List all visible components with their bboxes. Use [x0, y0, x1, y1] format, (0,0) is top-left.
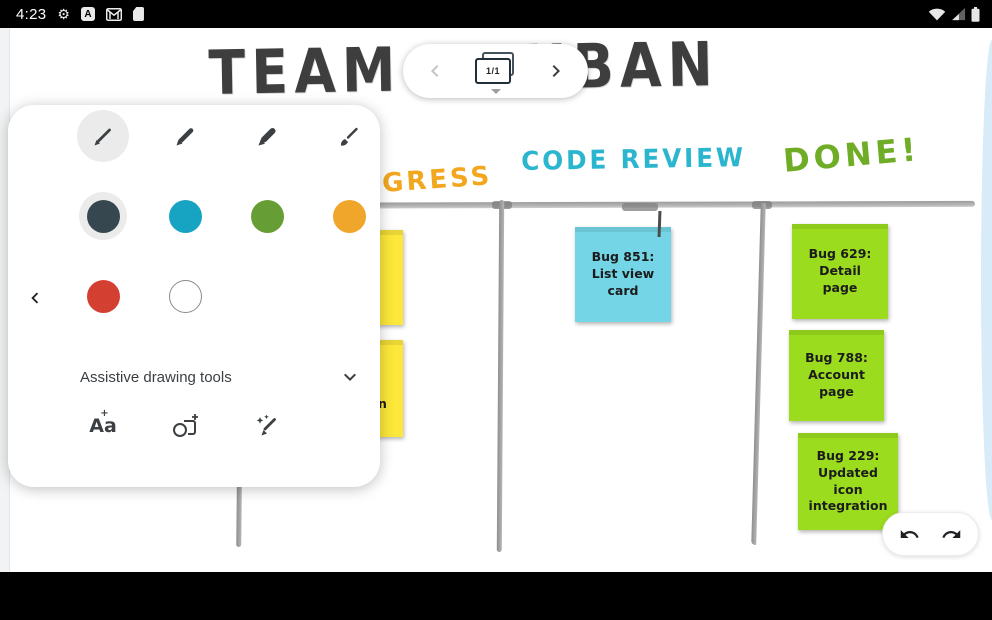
sticky-note-bug-851[interactable]: Bug 851: List view card [575, 227, 671, 322]
right-edge-glow [981, 40, 992, 520]
redo-button[interactable] [936, 519, 966, 549]
next-page-button[interactable] [544, 59, 568, 83]
line-overdraw [622, 203, 658, 211]
cell-signal-icon [951, 7, 966, 21]
sd-card-icon [132, 7, 144, 21]
color-swatch-dark-gray[interactable] [79, 192, 127, 240]
android-nav-bar [0, 572, 992, 620]
settings-gear-icon: ⚙ [57, 5, 70, 22]
sticky-note-text: Bug 629: Detail page [808, 246, 872, 295]
assistive-tools-toggle[interactable] [338, 365, 362, 389]
brush-tool-button[interactable] [323, 110, 375, 162]
undo-button[interactable] [895, 519, 925, 549]
marker-tool-button[interactable] [159, 110, 211, 162]
shape-recognition-icon [173, 414, 198, 437]
color-swatch-green[interactable] [243, 192, 291, 240]
chevron-down-icon [344, 373, 356, 381]
color-swatch-red[interactable] [79, 272, 127, 320]
undo-icon [900, 529, 919, 538]
clock: 4:23 [16, 5, 47, 23]
pen-tool-button[interactable] [77, 110, 129, 162]
sticky-note-bug-788[interactable]: Bug 788: Account page [789, 330, 884, 421]
chevron-left-icon [431, 65, 439, 77]
column-heading-code-review: CODE REVIEW [521, 143, 747, 177]
status-bar: 4:23 ⚙ A [0, 0, 992, 28]
battery-icon [971, 6, 980, 22]
auto-draw-button[interactable] [243, 402, 291, 450]
text-recognition-button[interactable]: Aa+ [79, 402, 127, 450]
collapse-panel-button[interactable] [22, 285, 48, 311]
page-indicator: 1/1 [475, 58, 511, 84]
sticky-note-text: Bug 788: Account page [805, 350, 868, 399]
caret-down-icon [491, 89, 501, 94]
gmail-icon [105, 7, 122, 21]
page-selector-button[interactable]: 1/1 [472, 52, 520, 86]
assistive-tools-label: Assistive drawing tools [80, 369, 232, 386]
letter-a-badge-icon: A [80, 7, 95, 21]
chevron-left-icon [31, 292, 39, 304]
sticky-note-bug-629[interactable]: Bug 629: Detail page [792, 224, 888, 319]
shape-recognition-button[interactable] [161, 402, 209, 450]
sticky-note-text: Bug 851: List view card [591, 249, 655, 298]
board-divider-line [751, 202, 766, 546]
marker-icon [176, 128, 194, 146]
brush-icon [340, 127, 358, 146]
drawing-tool-panel: Assistive drawing tools Aa+ [8, 105, 380, 487]
page-navigation-pill: 1/1 [403, 44, 588, 98]
magic-pen-icon [256, 414, 276, 436]
sticky-note-bug-229[interactable]: Bug 229: Updated icon integration [798, 433, 898, 530]
sticky-note-text: Bug 229: Updated icon integration [808, 448, 888, 514]
redo-icon [942, 529, 961, 538]
undo-redo-pill [882, 512, 979, 556]
column-heading-done: DONE! [781, 130, 922, 180]
highlighter-tool-button[interactable] [241, 110, 293, 162]
board-divider-line [496, 199, 505, 553]
sticky-note-text: n [378, 396, 387, 411]
highlighter-icon [258, 128, 276, 146]
previous-page-button[interactable] [423, 59, 447, 83]
column-heading-progress: GRESS [381, 161, 494, 199]
color-swatch-teal[interactable] [161, 192, 209, 240]
wifi-icon [928, 7, 946, 21]
text-recognition-icon: Aa+ [89, 408, 117, 437]
color-swatch-orange[interactable] [325, 192, 373, 240]
pen-icon [94, 128, 111, 146]
chevron-right-icon [552, 65, 560, 77]
color-swatch-white[interactable] [161, 272, 209, 320]
